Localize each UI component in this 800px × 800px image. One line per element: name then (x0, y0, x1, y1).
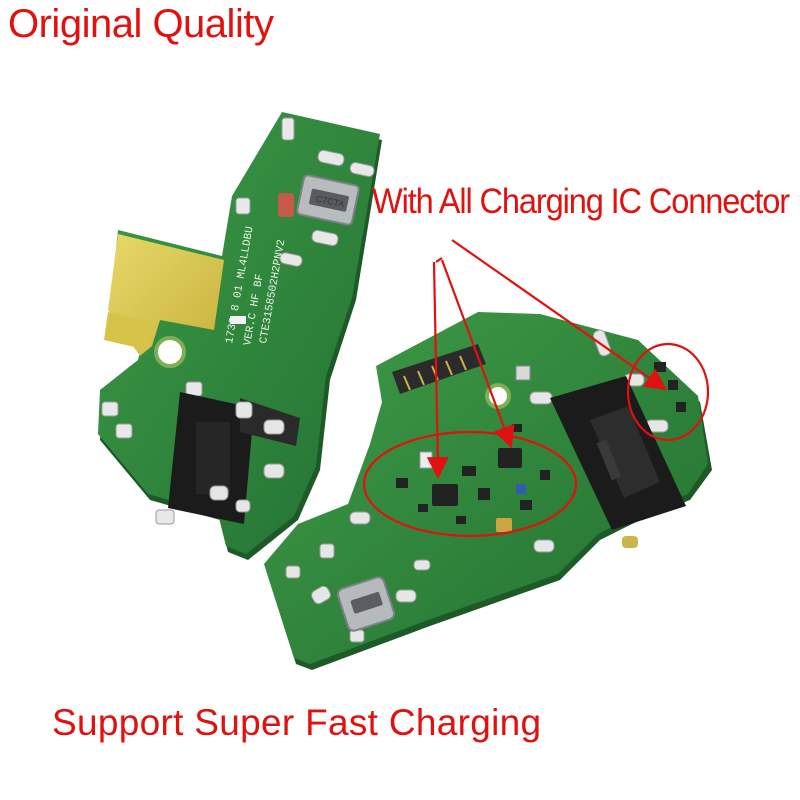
ic-cluster (396, 424, 550, 524)
white-component (419, 451, 433, 469)
left-board: C7CTA 1732 8 01 ML4LLDBU (98, 112, 382, 560)
red-arrow-2 (440, 259, 515, 449)
mounting-hole (154, 336, 186, 368)
red-arrow-3 (451, 239, 668, 391)
board-connector (392, 344, 486, 394)
red-component (278, 193, 294, 217)
red-circle-ic-group (362, 430, 578, 538)
headline-text: Original Quality (8, 2, 274, 46)
right-board (264, 312, 712, 670)
mounting-hole-2 (485, 383, 511, 409)
left-board-pcb (98, 112, 380, 554)
annotation-overlay (362, 239, 710, 538)
callout-text: With All Charging IC Connector (372, 182, 790, 221)
red-circle-right (626, 342, 710, 442)
red-arrow-1 (426, 261, 449, 479)
caption-text: Support Super Fast Charging (52, 702, 542, 743)
